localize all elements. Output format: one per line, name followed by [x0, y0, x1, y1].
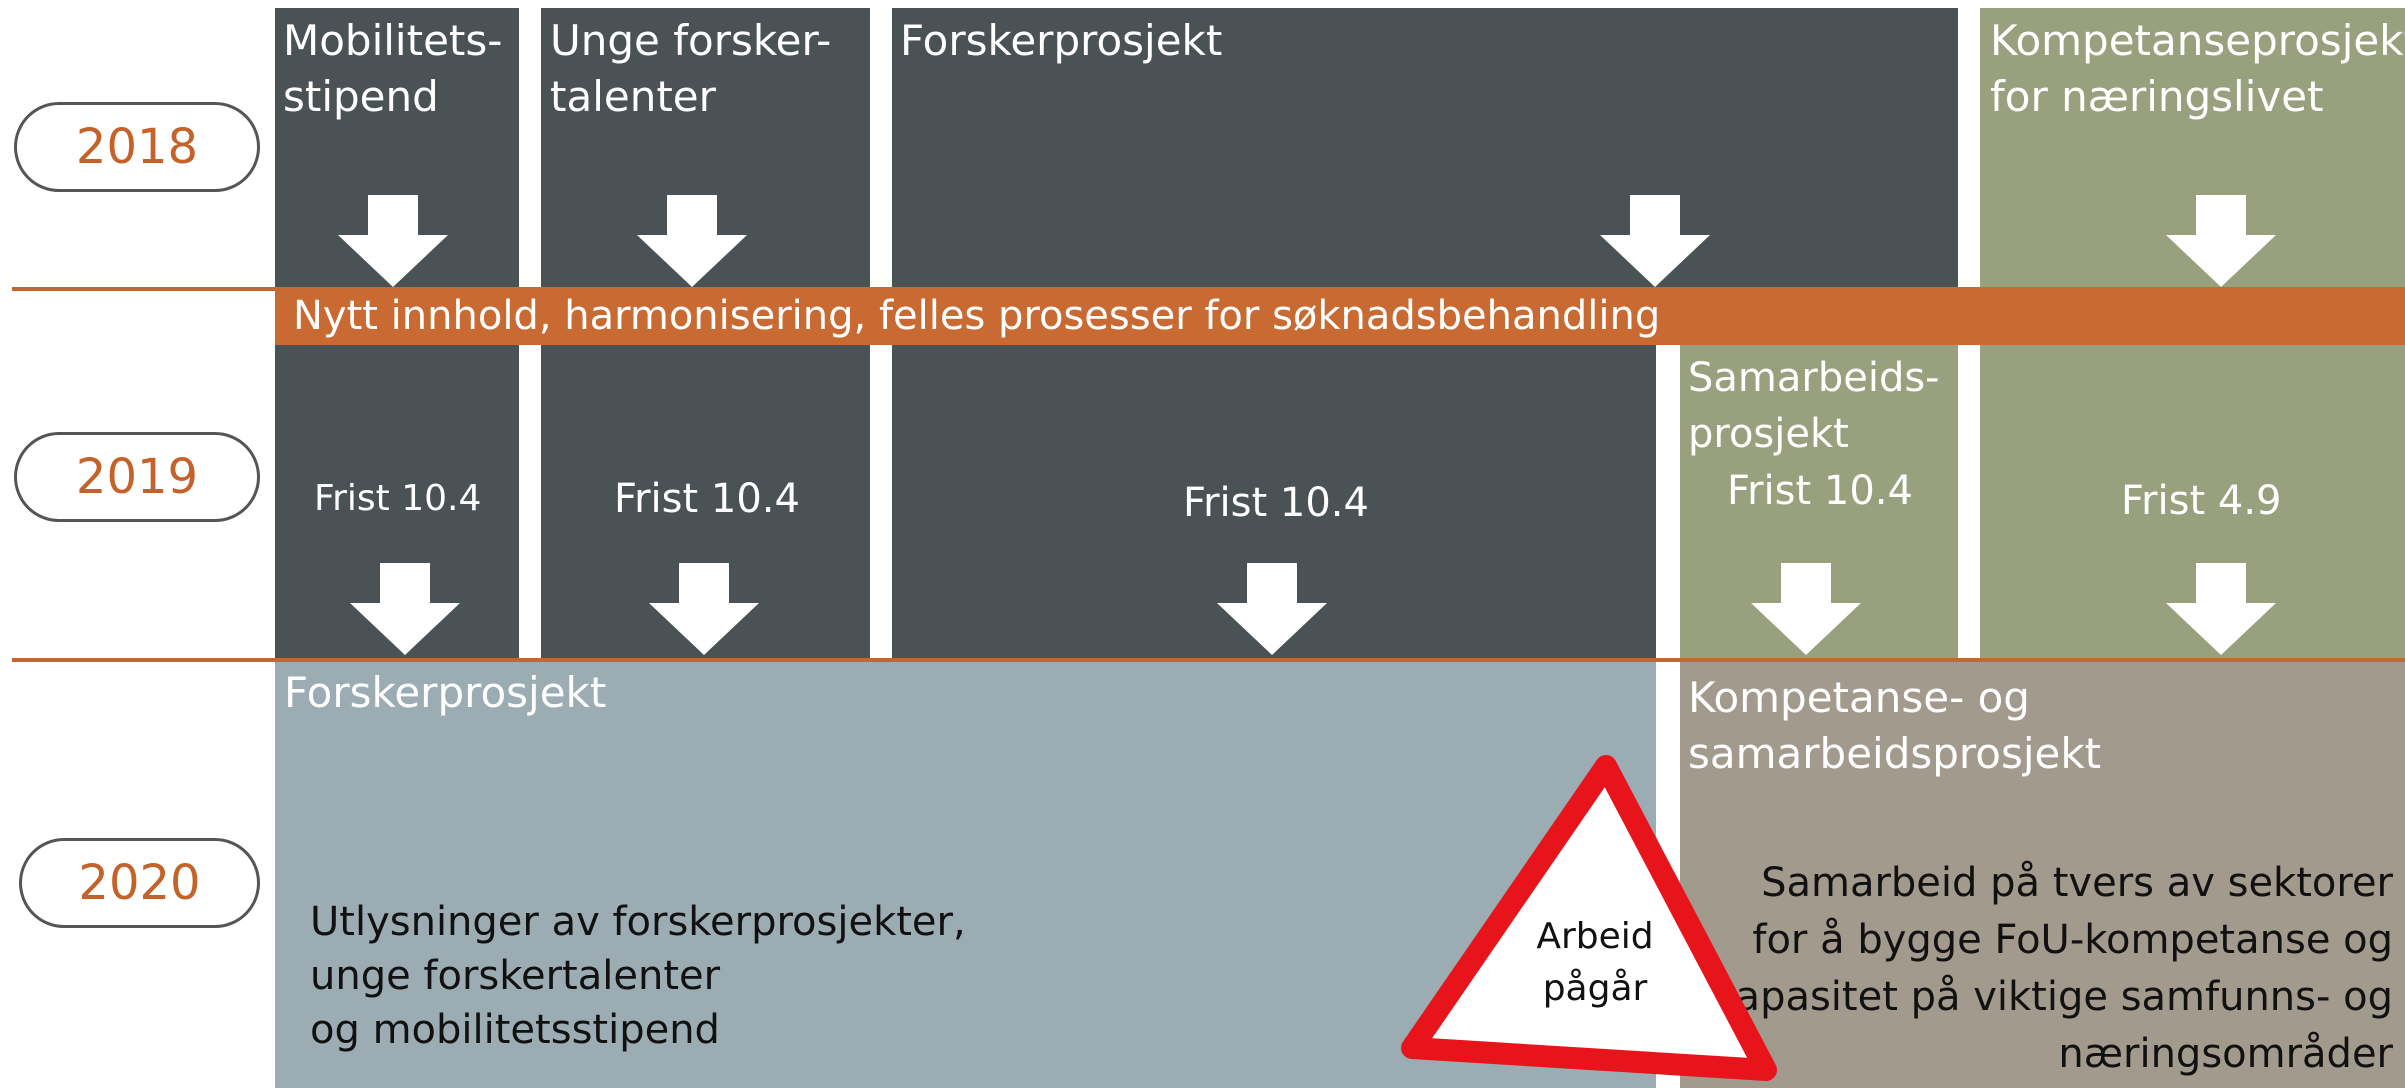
frist-samarbeid: Frist 10.4	[1727, 468, 1913, 514]
frist-kompetanse: Frist 4.9	[2121, 478, 2282, 524]
year-pill-2018: 2018	[14, 102, 260, 192]
arrow-down-icon	[338, 195, 448, 287]
arrow-down-icon	[1217, 563, 1327, 655]
title-kompetanse-2018: Kompetanseprosjekt for næringslivet	[1990, 16, 2405, 121]
year-pill-2019: 2019	[14, 432, 260, 522]
title-unge: Unge forsker- talenter	[550, 16, 832, 121]
arrow-down-icon	[637, 195, 747, 287]
title-samarbeid: Samarbeids- prosjekt	[1688, 355, 1940, 457]
arrow-down-icon	[350, 563, 460, 655]
arrow-down-icon	[2166, 195, 2276, 287]
title-forsker-2020: Forskerprosjekt	[284, 668, 607, 717]
year-pill-2020: 2020	[19, 838, 260, 928]
title-mobilitet: Mobilitets- stipend	[283, 16, 503, 121]
arrow-down-icon	[1751, 563, 1861, 655]
block-kompetanse-2020	[1680, 662, 2405, 1088]
body-kompetanse-2020: Samarbeid på tvers av sektorer for å byg…	[1713, 860, 2393, 1077]
frist-unge: Frist 10.4	[614, 476, 800, 522]
warning-text: Arbeid pågår	[1536, 916, 1654, 1009]
timeline-line-2019	[12, 658, 2405, 662]
frist-forsker: Frist 10.4	[1183, 480, 1369, 526]
title-kompetanse-2020: Kompetanse- og samarbeidsprosjekt	[1688, 673, 2102, 778]
frist-mobilitet: Frist 10.4	[314, 478, 482, 519]
arrow-down-icon	[2166, 563, 2276, 655]
arrow-down-icon	[1600, 195, 1710, 287]
harmonisering-band: Nytt innhold, harmonisering, felles pros…	[275, 287, 2405, 345]
title-forsker-2018: Forskerprosjekt	[900, 16, 1223, 65]
warning-triangle-icon	[1401, 755, 1777, 1081]
body-forsker-2020: Utlysninger av forskerprosjekter, unge f…	[310, 899, 966, 1053]
arrow-down-icon	[649, 563, 759, 655]
block-forsker-2018	[892, 8, 1958, 287]
